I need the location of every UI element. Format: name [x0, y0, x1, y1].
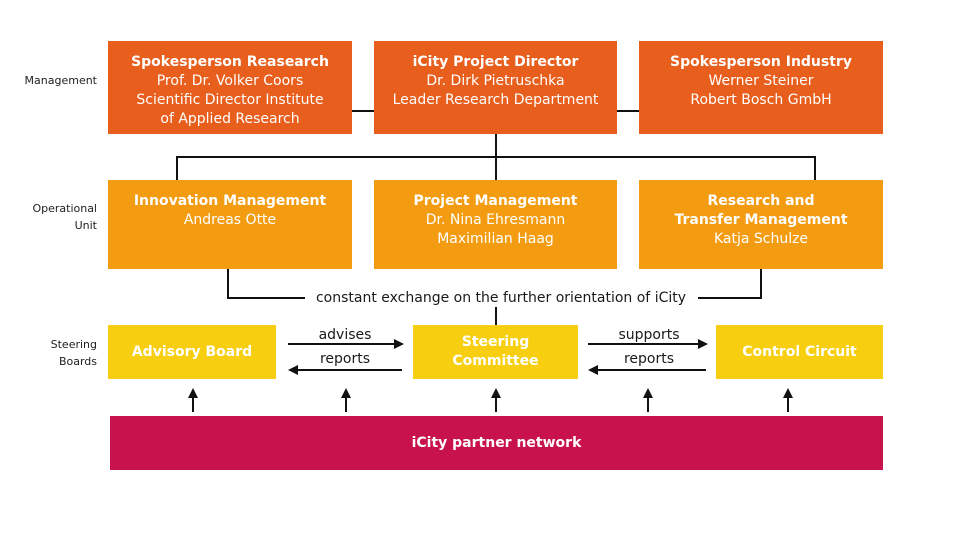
box-title: iCity Project Director	[412, 54, 579, 70]
exchange-bracket-left-horiz	[227, 297, 305, 299]
exchange-bracket-left-vert	[227, 269, 229, 299]
mgmt-connector-left	[352, 110, 374, 112]
box-title: Research and	[707, 193, 815, 209]
box-line: Dr. Dirk Pietruschka	[426, 73, 565, 89]
arrow-label-reports-right: reports	[623, 351, 675, 367]
ops-drop-left	[176, 156, 178, 181]
box-research-transfer-management: Research and Transfer Management Katja S…	[639, 180, 883, 269]
box-title: Project Management	[413, 193, 578, 209]
box-line: of Applied Research	[160, 111, 300, 127]
box-advisory-board: Advisory Board	[108, 325, 276, 379]
box-line: Scientific Director Institute	[136, 92, 324, 108]
row-label-management: Management	[24, 74, 97, 87]
box-project-management: Project Management Dr. Nina Ehresmann Ma…	[374, 180, 617, 269]
box-line: Maximilian Haag	[437, 231, 554, 247]
box-line: Andreas Otte	[183, 212, 277, 228]
box-innovation-management: Innovation Management Andreas Otte	[108, 180, 352, 269]
ops-horizontal-bus	[176, 156, 816, 158]
box-spokesperson-research: Spokesperson Reasearch Prof. Dr. Volker …	[108, 41, 352, 134]
box-title: Innovation Management	[133, 193, 327, 209]
box-line: Werner Steiner	[708, 73, 814, 89]
arrow-label-advises: advises	[318, 327, 372, 343]
ops-drop-right	[814, 156, 816, 181]
box-control-circuit: Control Circuit	[716, 325, 883, 379]
arrow-label-reports-left: reports	[319, 351, 371, 367]
box-spokesperson-industry: Spokesperson Industry Werner Steiner Rob…	[639, 41, 883, 134]
box-line: Prof. Dr. Volker Coors	[156, 73, 304, 89]
row-label-operational: Operational Unit	[32, 202, 97, 232]
box-project-director: iCity Project Director Dr. Dirk Pietrusc…	[374, 41, 617, 134]
box-line: Robert Bosch GmbH	[690, 92, 832, 108]
row-label-steering: Steering Boards	[50, 338, 97, 368]
box-steering-committee: Steering Committee	[413, 325, 578, 379]
box-line: Dr. Nina Ehresmann	[425, 212, 566, 228]
box-line: Leader Research Department	[392, 92, 599, 108]
box-line: Katja Schulze	[713, 231, 809, 247]
box-title: Spokesperson Industry	[670, 54, 852, 70]
mgmt-connector-right	[617, 110, 639, 112]
box-title: Spokesperson Reasearch	[131, 54, 329, 70]
exchange-text: constant exchange on the further orienta…	[315, 290, 687, 306]
exchange-to-steering-vertical	[495, 307, 497, 327]
exchange-bracket-right-vert	[760, 269, 762, 299]
exchange-bracket-right-horiz	[698, 297, 762, 299]
arrow-label-supports: supports	[618, 327, 680, 343]
box-title: Transfer Management	[674, 212, 848, 228]
box-partner-network: iCity partner network	[110, 416, 883, 470]
